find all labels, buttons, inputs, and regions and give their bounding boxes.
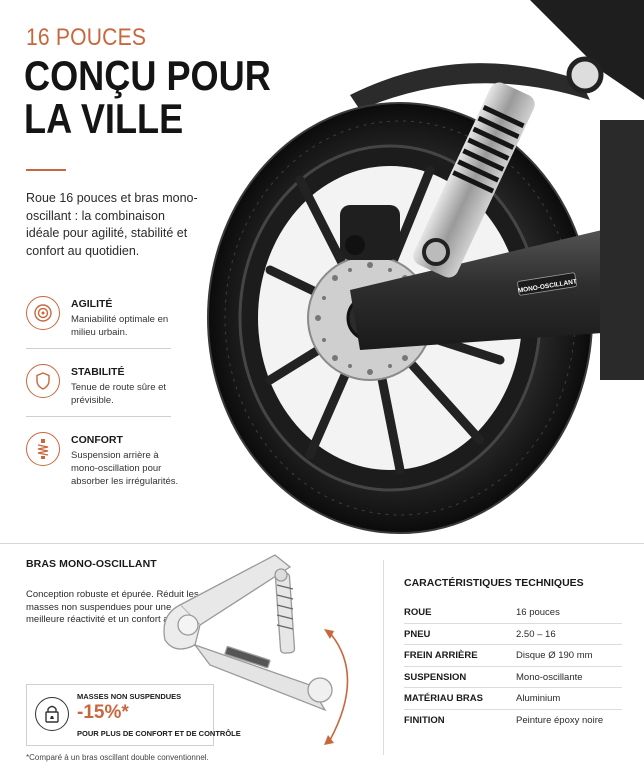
table-row: ROUE 16 pouces <box>404 602 622 624</box>
shield-icon <box>26 364 60 398</box>
spec-value: 16 pouces <box>516 607 560 618</box>
feature-title: STABILITÉ <box>71 366 125 378</box>
weight-lock-icon <box>35 697 69 731</box>
badge-caption: POUR PLUS DE CONFORT ET DE CONTRÔLE <box>77 729 241 738</box>
section-divider <box>0 543 644 544</box>
badge-value: -15%* <box>77 702 129 723</box>
spec-value: Peinture époxy noire <box>516 714 604 726</box>
kicker: 16 POUCES <box>26 24 147 51</box>
masses-badge: MASSES NON SUSPENDUES -15%* POUR PLUS DE… <box>26 684 241 746</box>
page-title: CONÇU POUR LA VILLE <box>24 52 271 142</box>
spec-value: Aluminium <box>516 693 561 704</box>
feature-title: CONFORT <box>71 434 123 446</box>
footnote: *Comparé à un bras oscillant double conv… <box>26 753 209 762</box>
feature-desc: Maniabilité optimale en milieu urbain. <box>71 314 169 338</box>
table-row: MATÉRIAU BRAS Aluminium <box>404 688 622 710</box>
feature-divider <box>26 416 171 417</box>
specs-table: ROUE 16 pouces PNEU 2.50 – 16 FREIN ARRIÈR… <box>404 602 622 731</box>
shock-absorber-icon <box>26 432 60 466</box>
spec-value: Mono-oscillante <box>516 671 583 683</box>
spec-key: FINITION <box>404 714 445 726</box>
table-row: FINITION Peinture époxy noire <box>404 710 622 732</box>
column-divider <box>383 560 384 755</box>
spec-key: MATÉRIAU BRAS <box>404 693 483 704</box>
bras-title: BRAS MONO-OSCILLANT <box>26 558 157 570</box>
feature-divider <box>26 348 171 349</box>
feature-title: AGILITÉ <box>71 298 113 310</box>
intro-text: Roue 16 pouces et bras mono-oscillant : … <box>26 191 198 258</box>
spec-key: SUSPENSION <box>404 671 467 683</box>
table-row: PNEU 2.50 – 16 <box>404 624 622 645</box>
swingarm-diagram <box>163 554 349 745</box>
spec-key: PNEU <box>404 628 431 640</box>
feature-desc: Tenue de route sûre et prévisible. <box>71 382 167 406</box>
spec-key: FREIN ARRIÈRE <box>404 650 478 661</box>
specs-title: CARACTÉRISTIQUES TECHNIQUES <box>404 577 584 589</box>
title-divider <box>26 169 66 171</box>
spec-value: 2.50 – 16 <box>516 628 556 640</box>
table-row: FREIN ARRIÈRE Disque Ø 190 mm <box>404 645 622 667</box>
feature-desc: Suspension arrière à mono-oscillation po… <box>71 450 179 487</box>
target-icon <box>26 296 60 330</box>
badge-label: MASSES NON SUSPENDUES <box>77 692 182 701</box>
spec-value: Disque Ø 190 mm <box>516 650 593 661</box>
hero-wheel-image: MONO-OSCILLANT <box>207 0 644 534</box>
bras-desc: Conception robuste et épurée. Réduit les… <box>26 589 199 625</box>
spec-key: ROUE <box>404 607 432 618</box>
table-row: SUSPENSION Mono-oscillante <box>404 667 622 688</box>
